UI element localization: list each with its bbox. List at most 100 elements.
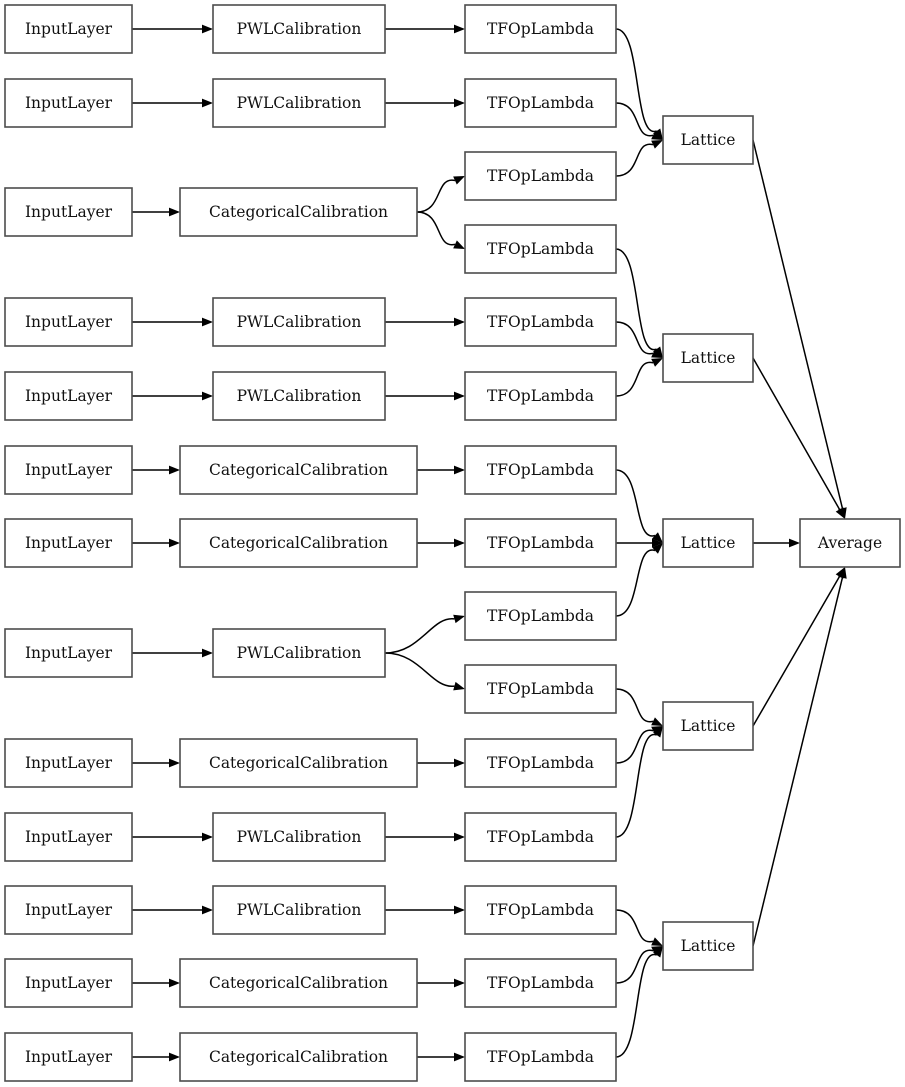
node-pwlcalibration-cal5[interactable]: PWLCalibration — [212, 371, 386, 421]
node-box[interactable] — [179, 958, 418, 1008]
node-box[interactable] — [212, 628, 386, 678]
node-box[interactable] — [4, 371, 133, 421]
node-box[interactable] — [4, 187, 133, 237]
node-tfop-lambda-op10[interactable]: TFOpLambda — [464, 664, 617, 714]
node-categorical-calibration-cal6[interactable]: CategoricalCalibration — [179, 445, 418, 495]
node-lattice-lat5[interactable]: Lattice — [662, 921, 754, 971]
node-categorical-calibration-cal13[interactable]: CategoricalCalibration — [179, 1032, 418, 1082]
node-pwlcalibration-cal10[interactable]: PWLCalibration — [212, 812, 386, 862]
node-tfop-lambda-op4[interactable]: TFOpLambda — [464, 224, 617, 274]
node-box[interactable] — [212, 812, 386, 862]
arrow-head — [651, 937, 663, 946]
node-tfop-lambda-op15[interactable]: TFOpLambda — [464, 1032, 617, 1082]
node-box[interactable] — [799, 518, 901, 568]
node-box[interactable] — [212, 371, 386, 421]
node-pwlcalibration-cal11[interactable]: PWLCalibration — [212, 885, 386, 935]
node-box[interactable] — [464, 1032, 617, 1082]
node-box[interactable] — [4, 297, 133, 347]
node-average-avg[interactable]: Average — [799, 518, 901, 568]
node-input-layer-in12[interactable]: InputLayer — [4, 958, 133, 1008]
node-box[interactable] — [662, 701, 754, 751]
node-box[interactable] — [4, 518, 133, 568]
node-input-layer-in11[interactable]: InputLayer — [4, 885, 133, 935]
node-tfop-lambda-op14[interactable]: TFOpLambda — [464, 958, 617, 1008]
node-lattice-lat4[interactable]: Lattice — [662, 701, 754, 751]
node-box[interactable] — [212, 78, 386, 128]
node-input-layer-in3[interactable]: InputLayer — [4, 187, 133, 237]
node-box[interactable] — [464, 371, 617, 421]
node-box[interactable] — [464, 738, 617, 788]
node-box[interactable] — [4, 958, 133, 1008]
node-tfop-lambda-op6[interactable]: TFOpLambda — [464, 371, 617, 421]
node-box[interactable] — [464, 664, 617, 714]
node-input-layer-in4[interactable]: InputLayer — [4, 297, 133, 347]
edge-line — [752, 577, 844, 947]
node-categorical-calibration-cal7[interactable]: CategoricalCalibration — [179, 518, 418, 568]
node-lattice-lat2[interactable]: Lattice — [662, 333, 754, 383]
node-categorical-calibration-cal9[interactable]: CategoricalCalibration — [179, 738, 418, 788]
node-tfop-lambda-op3[interactable]: TFOpLambda — [464, 151, 617, 201]
node-box[interactable] — [464, 958, 617, 1008]
node-box[interactable] — [179, 518, 418, 568]
node-box[interactable] — [662, 921, 754, 971]
node-box[interactable] — [464, 151, 617, 201]
node-tfop-lambda-op13[interactable]: TFOpLambda — [464, 885, 617, 935]
node-box[interactable] — [464, 224, 617, 274]
node-box[interactable] — [4, 628, 133, 678]
node-box[interactable] — [662, 518, 754, 568]
node-box[interactable] — [464, 297, 617, 347]
node-tfop-lambda-op1[interactable]: TFOpLambda — [464, 4, 617, 54]
node-box[interactable] — [464, 445, 617, 495]
node-box[interactable] — [4, 4, 133, 54]
node-box[interactable] — [662, 333, 754, 383]
node-input-layer-in1[interactable]: InputLayer — [4, 4, 133, 54]
node-box[interactable] — [464, 4, 617, 54]
node-box[interactable] — [212, 4, 386, 54]
node-box[interactable] — [464, 591, 617, 641]
node-input-layer-in5[interactable]: InputLayer — [4, 371, 133, 421]
node-pwlcalibration-cal4[interactable]: PWLCalibration — [212, 297, 386, 347]
node-categorical-calibration-cal12[interactable]: CategoricalCalibration — [179, 958, 418, 1008]
node-lattice-lat3[interactable]: Lattice — [662, 518, 754, 568]
node-input-layer-in7[interactable]: InputLayer — [4, 518, 133, 568]
node-pwlcalibration-cal8[interactable]: PWLCalibration — [212, 628, 386, 678]
node-box[interactable] — [464, 885, 617, 935]
node-label: InputLayer — [25, 313, 113, 331]
node-box[interactable] — [4, 445, 133, 495]
edge-tfop-lambda-to-lattice — [615, 321, 663, 358]
node-box[interactable] — [4, 812, 133, 862]
node-input-layer-in9[interactable]: InputLayer — [4, 738, 133, 788]
node-box[interactable] — [179, 187, 418, 237]
node-tfop-lambda-op8[interactable]: TFOpLambda — [464, 518, 617, 568]
node-box[interactable] — [4, 78, 133, 128]
node-box[interactable] — [662, 115, 754, 165]
node-box[interactable] — [464, 518, 617, 568]
node-box[interactable] — [179, 738, 418, 788]
node-tfop-lambda-op11[interactable]: TFOpLambda — [464, 738, 617, 788]
node-categorical-calibration-cal3[interactable]: CategoricalCalibration — [179, 187, 418, 237]
node-box[interactable] — [212, 885, 386, 935]
node-box[interactable] — [464, 812, 617, 862]
node-input-layer-in10[interactable]: InputLayer — [4, 812, 133, 862]
node-box[interactable] — [179, 445, 418, 495]
node-pwlcalibration-cal1[interactable]: PWLCalibration — [212, 4, 386, 54]
node-tfop-lambda-op5[interactable]: TFOpLambda — [464, 297, 617, 347]
node-box[interactable] — [212, 297, 386, 347]
node-tfop-lambda-op2[interactable]: TFOpLambda — [464, 78, 617, 128]
node-box[interactable] — [179, 1032, 418, 1082]
node-lattice-lat1[interactable]: Lattice — [662, 115, 754, 165]
node-box[interactable] — [4, 738, 133, 788]
arrow-head — [454, 538, 465, 548]
node-input-layer-in6[interactable]: InputLayer — [4, 445, 133, 495]
node-tfop-lambda-op7[interactable]: TFOpLambda — [464, 445, 617, 495]
node-tfop-lambda-op9[interactable]: TFOpLambda — [464, 591, 617, 641]
node-input-layer-in8[interactable]: InputLayer — [4, 628, 133, 678]
node-box[interactable] — [4, 1032, 133, 1082]
node-box[interactable] — [464, 78, 617, 128]
node-box[interactable] — [4, 885, 133, 935]
node-input-layer-in13[interactable]: InputLayer — [4, 1032, 133, 1082]
node-pwlcalibration-cal2[interactable]: PWLCalibration — [212, 78, 386, 128]
node-label: CategoricalCalibration — [209, 974, 388, 992]
node-tfop-lambda-op12[interactable]: TFOpLambda — [464, 812, 617, 862]
node-input-layer-in2[interactable]: InputLayer — [4, 78, 133, 128]
